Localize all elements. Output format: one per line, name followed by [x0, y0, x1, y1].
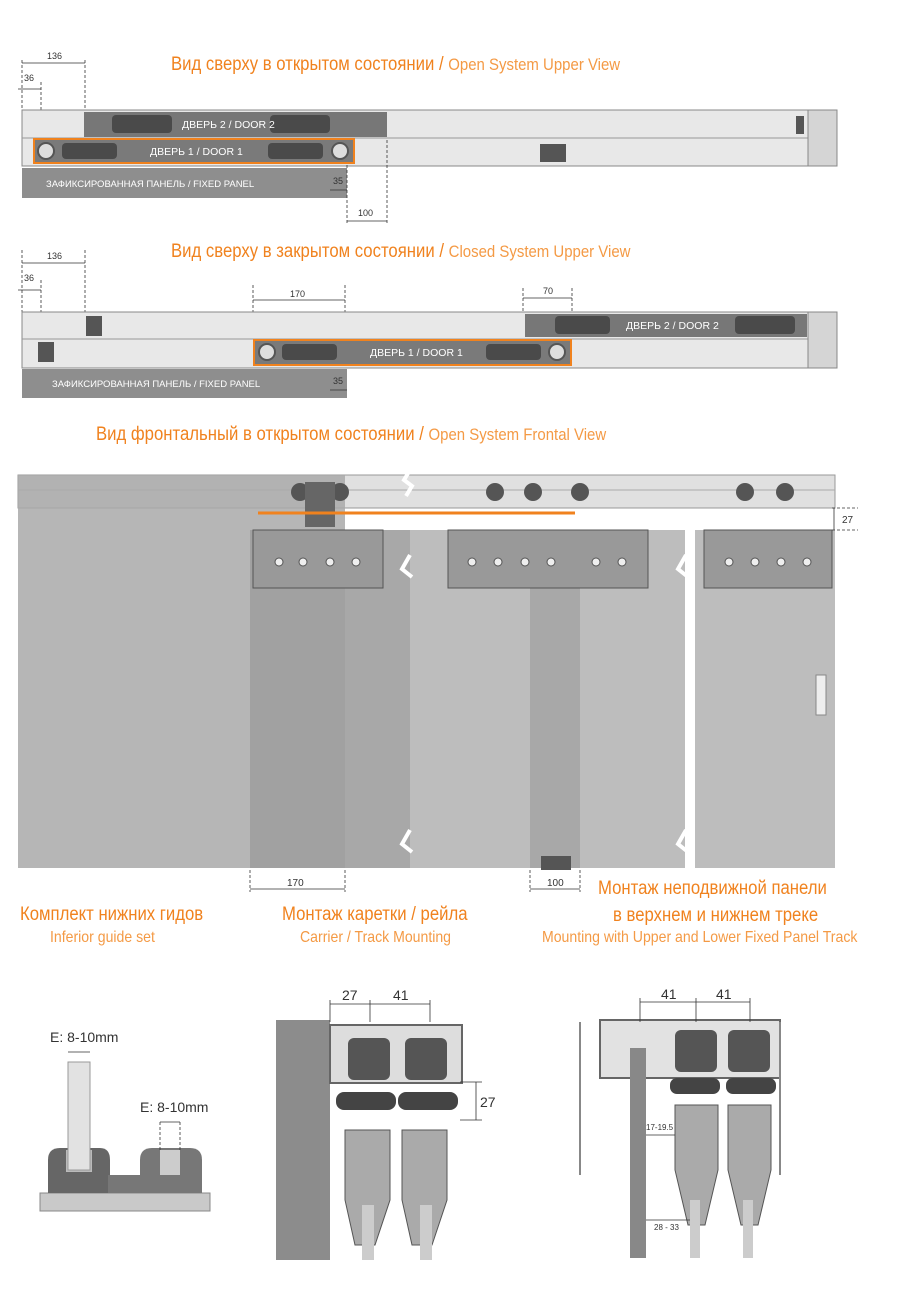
- dimension-36-label: 36: [24, 73, 34, 83]
- dimension-170-closed-label: 170: [290, 289, 305, 299]
- dimension-27-front-label: 27: [842, 515, 854, 526]
- door-1-label: ДВЕРЬ 1 / DOOR 1: [150, 146, 243, 158]
- closed-upper-view-title-ru: Вид сверху в закрытом состоянии: [171, 241, 435, 262]
- carrier-27b-label: 27: [480, 1094, 496, 1110]
- clamp-1: [252, 529, 384, 589]
- dimension-70-closed-label: 70: [543, 286, 553, 296]
- door-1-closed-label: ДВЕРЬ 1 / DOOR 1: [370, 347, 463, 359]
- fixed-41b-label: 41: [716, 986, 732, 1002]
- closed-upper-view: 136 36 170 70 ДВЕРЬ 2 / DOOR 2 ДВЕРЬ 1 /…: [18, 250, 838, 398]
- open-frontal-view-title-ru: Вид фронтальный в открытом состоянии: [96, 424, 415, 445]
- title-separator: /: [419, 424, 424, 445]
- guide-caption-en: Inferior guide set: [50, 929, 155, 946]
- dimension-136-open: [21, 60, 86, 112]
- dimension-36-open: [18, 82, 42, 112]
- open-upper-view-title: Вид сверху в открытом состоянии / Open S…: [171, 54, 620, 76]
- dimension-35-label: 35: [333, 176, 343, 186]
- title-separator: /: [439, 241, 445, 262]
- dimension-100-label: 100: [358, 208, 373, 218]
- guide-e1-label: E: 8-10mm: [50, 1029, 118, 1045]
- closed-upper-view-title-en: Closed System Upper View: [448, 242, 631, 261]
- fixed-panel-closed-label: ЗАФИКСИРОВАННАЯ ПАНЕЛЬ / FIXED PANEL: [52, 379, 260, 390]
- carrier-27a-label: 27: [342, 987, 358, 1003]
- fixed-41a-label: 41: [661, 986, 677, 1002]
- dimension-35-closed-label: 35: [333, 376, 343, 386]
- dimension-170-front-label: 170: [287, 878, 304, 889]
- carrier-41-label: 41: [393, 987, 409, 1003]
- carrier-caption-en: Carrier / Track Mounting: [300, 929, 452, 946]
- guide-e2-label: E: 8-10mm: [140, 1099, 208, 1115]
- fixed-17-label: 17-19.5: [646, 1123, 674, 1132]
- carrier-caption-ru: Монтаж каретки / рейла: [282, 904, 468, 925]
- dimension-136-closed-label: 136: [47, 251, 62, 261]
- title-separator: /: [438, 54, 444, 75]
- open-upper-view-title-en: Open System Upper View: [448, 55, 621, 74]
- fixed-caption-ru-1: Монтаж неподвижной панели: [598, 878, 827, 899]
- guide-caption-ru: Комплект нижних гидов: [20, 904, 204, 925]
- carrier-mounting-drawing: 27 41 27: [276, 987, 496, 1260]
- open-upper-view-title-ru: Вид сверху в открытом состоянии: [171, 54, 435, 75]
- dimension-136-label: 136: [47, 51, 62, 61]
- fixed-caption-ru-2: в верхнем и нижнем треке: [613, 905, 819, 926]
- open-frontal-view-title-en: Open System Frontal View: [428, 425, 607, 444]
- inferior-guide-drawing: E: 8-10mm E: 8-10mm: [39, 1029, 211, 1212]
- door-2-closed-label: ДВЕРЬ 2 / DOOR 2: [626, 320, 719, 332]
- fixed-panel-label: ЗАФИКСИРОВАННАЯ ПАНЕЛЬ / FIXED PANEL: [46, 179, 254, 190]
- fixed-28-label: 28 - 33: [654, 1223, 679, 1232]
- dimension-100-front-label: 100: [547, 878, 564, 889]
- clamp-3: [703, 529, 833, 589]
- dimension-36-closed-label: 36: [24, 273, 34, 283]
- door-2-label: ДВЕРЬ 2 / DOOR 2: [182, 119, 275, 131]
- open-upper-view: 136 36 ДВЕРЬ 2 / DOOR 2 ДВЕРЬ 1 / DOOR 1…: [18, 51, 838, 225]
- fixed-caption-en: Mounting with Upper and Lower Fixed Pane…: [542, 929, 858, 946]
- fixed-panel-closed: [22, 369, 347, 398]
- fixed-panel: [22, 168, 347, 198]
- open-frontal-view-title: Вид фронтальный в открытом состоянии / O…: [96, 424, 606, 446]
- closed-upper-view-title: Вид сверху в закрытом состоянии / Closed…: [171, 241, 630, 263]
- frontal-view: 27 170 100: [17, 468, 858, 892]
- fixed-panel-track-drawing: 41 41 17-19.5 28 - 33: [579, 986, 781, 1258]
